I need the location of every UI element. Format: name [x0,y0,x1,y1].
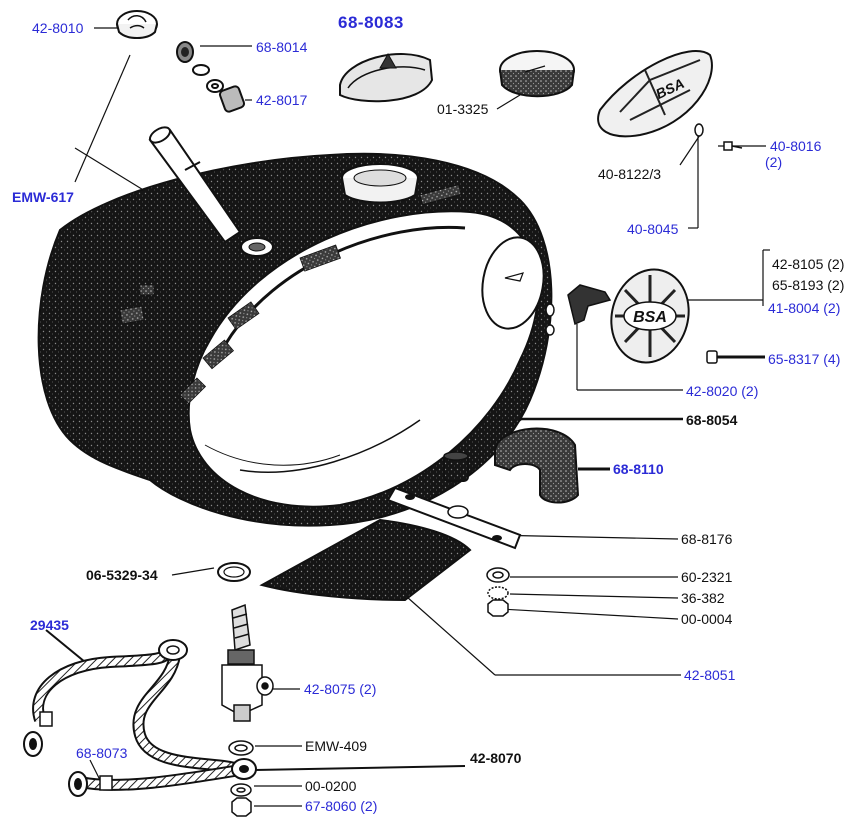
breather-pipe [148,126,242,244]
fuel-pipe-29435 [23,639,257,797]
label-68-8083: 68-8083 [338,13,404,32]
label-00-0200: 00-0200 [305,778,357,794]
washers-tap [228,740,254,817]
filler-cap-01-3325 [499,50,575,98]
label-42-8075: 42-8075 (2) [304,681,377,697]
filler-cap-68-8083 [339,52,434,103]
label-42-8070: 42-8070 [470,750,522,766]
label-29435: 29435 [30,617,69,633]
label-68-8110: 68-8110 [613,461,664,477]
label-68-8073: 68-8073 [76,745,128,761]
label-42-8017: 42-8017 [256,92,308,108]
strap-68-8176 [386,486,522,550]
label-41-8004: 41-8004 (2) [768,300,841,316]
label-40-8016: 40-8016 [770,138,822,154]
washers-right [486,567,510,617]
seal-68-8014 [176,41,194,63]
label-68-8014: 68-8014 [256,39,308,55]
label-40-8122-3: 40-8122/3 [598,166,662,182]
label-65-8193: 65-8193 (2) [772,277,845,293]
label-40-8016-qty: (2) [765,154,783,170]
label-60-2321: 60-2321 [681,569,733,585]
screw-65-8317 [706,350,735,364]
label-42-8051: 42-8051 [684,667,736,683]
label-68-8054: 68-8054 [686,412,738,428]
tank-badge-emblem-text: BSA [633,309,667,326]
knee-badge-40-8122: BSA [597,50,713,138]
label-36-382: 36-382 [681,590,725,606]
fuel-tank [37,152,553,527]
label-00-0004: 00-0004 [681,611,733,627]
fuel-tap-42-8075 [221,603,274,722]
label-42-8105: 42-8105 (2) [772,256,845,272]
label-emw-409: EMW-409 [305,738,367,754]
tank-badge-41-8004: BSA [610,268,690,364]
nut-40-8045 [694,123,704,137]
label-65-8317: 65-8317 (4) [768,351,841,367]
bush-68-8054 [443,451,469,482]
cap-42-8010 [116,10,158,39]
rubber-68-8110 [494,427,580,504]
bracket-42-8020 [567,284,612,326]
pad-42-8051 [259,518,472,602]
screw-40-8016 [723,141,743,151]
label-06-5329-34: 06-5329-34 [86,567,158,583]
label-01-3325: 01-3325 [437,101,489,117]
washer-small [545,303,555,336]
ring-06-5329-34 [217,562,251,582]
washers-42-8017 [192,64,246,113]
label-42-8020: 42-8020 (2) [686,383,759,399]
label-67-8060: 67-8060 (2) [305,798,378,814]
label-68-8176: 68-8176 [681,531,733,547]
label-emw-617: EMW-617 [12,189,74,205]
label-42-8010: 42-8010 [32,20,84,36]
label-40-8045: 40-8045 [627,221,679,237]
